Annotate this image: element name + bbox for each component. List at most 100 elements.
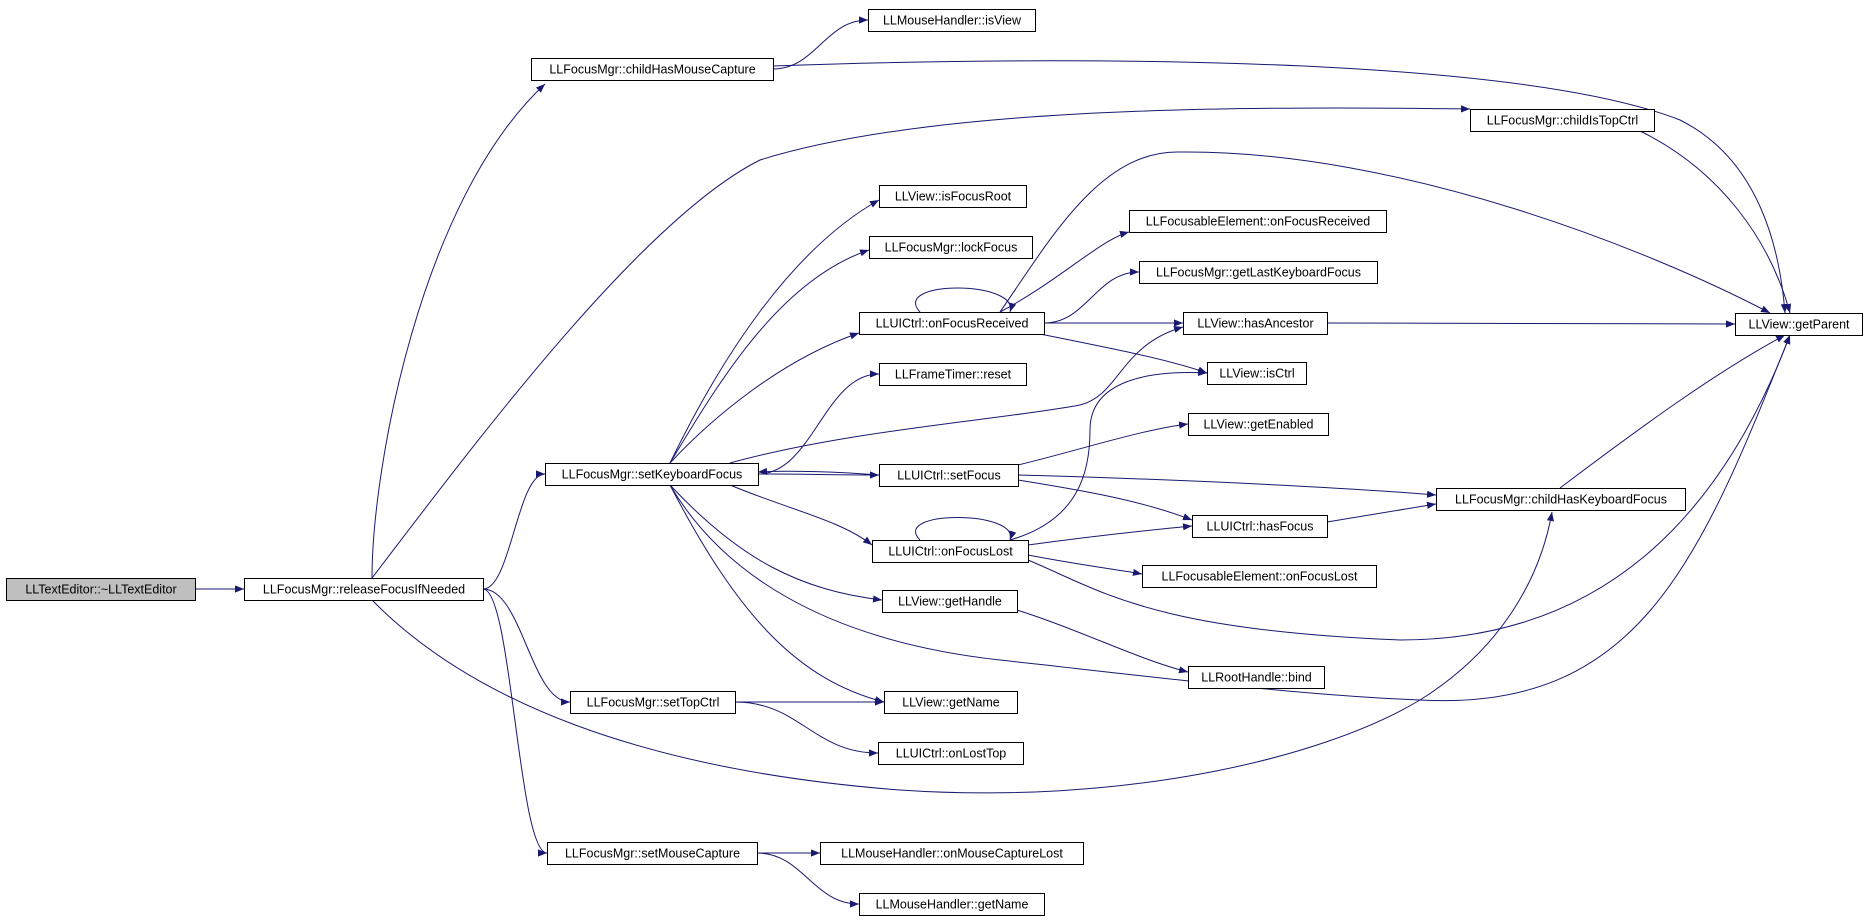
node-lluictrl-setfocus[interactable]: LLUICtrl::setFocus (879, 464, 1019, 487)
edge-lluictrl-setfocus-to-llview-getenabled (1017, 421, 1189, 466)
edge-llfocusmgr-childhasmousecapture-to-llview-getparent (772, 60, 1788, 314)
node-llfocusableelement-onfocuslost[interactable]: LLFocusableElement::onFocusLost (1142, 565, 1377, 588)
node-label: LLUICtrl::setFocus (897, 469, 1001, 483)
node-box (878, 742, 1024, 765)
node-llfocusmgr-childhasmousecapture[interactable]: LLFocusMgr::childHasMouseCapture (531, 58, 774, 81)
node-label: LLView::getParent (1749, 318, 1851, 332)
node-label: LLMouseHandler::getName (876, 898, 1029, 912)
node-label: LLView::getName (902, 696, 1000, 710)
node-llframetimer-reset[interactable]: LLFrameTimer::reset (879, 363, 1027, 386)
node-llview-getenabled[interactable]: LLView::getEnabled (1188, 413, 1329, 436)
node-llview-gethandle[interactable]: LLView::getHandle (882, 590, 1018, 613)
node-label: LLFocusMgr::childHasMouseCapture (549, 63, 755, 77)
node-label: LLView::isCtrl (1219, 367, 1294, 381)
node-box (868, 9, 1036, 32)
edge-lluictrl-onfocusreceived-to-lluictrl-onfocusreceived (915, 287, 1017, 313)
node-box (882, 590, 1018, 613)
node-box (570, 691, 736, 714)
node-label: LLUICtrl::onFocusLost (888, 545, 1013, 559)
node-llview-getname[interactable]: LLView::getName (884, 691, 1018, 714)
node-box (859, 312, 1045, 335)
node-label: LLFocusableElement::onFocusLost (1162, 570, 1358, 584)
edge-lluictrl-setfocus-to-llfocusmgr-childhaskeyboardfocus (1017, 474, 1437, 498)
edge-lluictrl-onfocusreceived-to-llfocusableelement-onfocusreceived (999, 230, 1130, 313)
edge-llfocusmgr-releasefocusifneeded-to-llfocusmgr-settopctrl (482, 588, 571, 706)
edge-llfocusmgr-childhasmousecapture-to-llmousehandler-isview (772, 16, 869, 70)
node-label: LLFocusMgr::setKeyboardFocus (562, 468, 743, 482)
node-box (1139, 261, 1378, 284)
node-label: LLMouseHandler::onMouseCaptureLost (841, 847, 1063, 861)
node-llfocusmgr-setkeyboardfocus[interactable]: LLFocusMgr::setKeyboardFocus (545, 463, 759, 486)
edge-llfocusmgr-releasefocusifneeded-to-llfocusmgr-childhaskeyboardfocus (371, 511, 1554, 794)
edge-llfocusmgr-childistopctrl-to-llview-getparent (1639, 130, 1792, 314)
node-box (1188, 666, 1325, 689)
edge-llfocusmgr-setkeyboardfocus-to-llview-isfocusroot (669, 199, 880, 464)
edge-llfocusmgr-setkeyboardfocus-to-llview-getname (669, 484, 885, 704)
edge-llfocusmgr-releasefocusifneeded-to-llfocusmgr-childistopctrl (371, 105, 1471, 579)
node-box (884, 691, 1018, 714)
node-label: LLUICtrl::hasFocus (1207, 520, 1314, 534)
node-label: LLView::hasAncestor (1197, 317, 1313, 331)
node-llview-isfocusroot[interactable]: LLView::isFocusRoot (879, 185, 1027, 208)
node-lluictrl-hasfocus[interactable]: LLUICtrl::hasFocus (1192, 515, 1328, 538)
node-label: LLTextEditor::~LLTextEditor (25, 583, 176, 597)
edge-lluictrl-onfocuslost-to-lluictrl-hasfocus (1027, 523, 1193, 546)
node-label: LLFocusMgr::releaseFocusIfNeeded (263, 583, 465, 597)
edge-llview-gethandle-to-llroothandle-bind (1016, 609, 1189, 674)
edge-lluictrl-onfocuslost-to-llview-getparent (1027, 334, 1791, 641)
node-llview-hasancestor[interactable]: LLView::hasAncestor (1183, 312, 1328, 335)
node-llview-isctrl[interactable]: LLView::isCtrl (1207, 362, 1307, 385)
edge-lluictrl-onfocusreceived-to-llview-getparent (999, 151, 1771, 314)
node-llmousehandler-isview[interactable]: LLMouseHandler::isView (868, 9, 1036, 32)
node-box (545, 463, 759, 486)
edge-llfocusmgr-releasefocusifneeded-to-llfocusmgr-setmousecapture (482, 588, 548, 857)
node-box (1142, 565, 1377, 588)
edge-llfocusmgr-setkeyboardfocus-to-lluictrl-setfocus (757, 471, 880, 479)
node-llmousehandler-getname[interactable]: LLMouseHandler::getName (859, 893, 1045, 916)
edge-llfocusmgr-settopctrl-to-lluictrl-onlosttop (734, 701, 879, 757)
node-box (1470, 109, 1655, 132)
node-llfocusableelement-onfocusreceived[interactable]: LLFocusableElement::onFocusReceived (1129, 210, 1387, 233)
edge-llfocusmgr-setkeyboardfocus-to-llview-getparent (669, 334, 1791, 702)
edge-lluictrl-onfocusreceived-to-llview-isctrl (1039, 333, 1208, 374)
edge-llfocusmgr-childhaskeyboardfocus-to-llview-getparent (1559, 334, 1786, 489)
edge-llfocusmgr-setkeyboardfocus-to-lluictrl-onfocusreceived (669, 332, 860, 464)
node-box (1192, 515, 1328, 538)
node-llfocusmgr-releasefocusifneeded[interactable]: LLFocusMgr::releaseFocusIfNeeded (244, 578, 484, 601)
node-llfocusmgr-childhaskeyboardfocus[interactable]: LLFocusMgr::childHasKeyboardFocus (1436, 488, 1686, 511)
node-label: LLFocusMgr::setMouseCapture (565, 847, 740, 861)
edge-lluictrl-setfocus-to-llfocusmgr-setkeyboardfocus (757, 467, 880, 476)
node-box (859, 893, 1045, 916)
edge-llfocusmgr-setkeyboardfocus-to-llfocusmgr-lockfocus (669, 249, 870, 464)
node-label: LLUICtrl::onFocusReceived (876, 317, 1029, 331)
node-llview-getparent[interactable]: LLView::getParent (1735, 313, 1863, 336)
edge-llfocusmgr-setkeyboardfocus-to-llframetimer-reset (757, 370, 880, 475)
node-box (244, 578, 484, 601)
node-label: LLFocusMgr::setTopCtrl (587, 696, 720, 710)
node-lluictrl-onfocuslost[interactable]: LLUICtrl::onFocusLost (872, 540, 1029, 563)
node-llfocusmgr-lockfocus[interactable]: LLFocusMgr::lockFocus (869, 236, 1033, 259)
node-llfocusmgr-settopctrl[interactable]: LLFocusMgr::setTopCtrl (570, 691, 736, 714)
node-llfocusmgr-setmousecapture[interactable]: LLFocusMgr::setMouseCapture (547, 842, 758, 865)
edge-llfocusmgr-setmousecapture-to-llmousehandler-getname (756, 852, 860, 908)
edge-lluictrl-onfocuslost-to-llview-isctrl (1009, 368, 1208, 541)
node-llmousehandler-onmousecapturelost[interactable]: LLMouseHandler::onMouseCaptureLost (820, 842, 1084, 865)
node-layer: LLTextEditor::~LLTextEditor LLFocusMgr::r… (6, 9, 1863, 916)
node-lluictrl-onfocusreceived[interactable]: LLUICtrl::onFocusReceived (859, 312, 1045, 335)
node-box (1188, 413, 1329, 436)
node-box (531, 58, 774, 81)
edge-lluictrl-onfocuslost-to-llfocusableelement-onfocuslost (1027, 554, 1143, 576)
node-lluictrl-onlosttop[interactable]: LLUICtrl::onLostTop (878, 742, 1024, 765)
node-label: LLView::getEnabled (1203, 418, 1313, 432)
node-llfocusmgr-getlastkeyboardfocus[interactable]: LLFocusMgr::getLastKeyboardFocus (1139, 261, 1378, 284)
edge-llview-hasancestor-to-llview-getparent (1326, 320, 1736, 328)
node-box (547, 842, 758, 865)
edge-llfocusmgr-setkeyboardfocus-to-lluictrl-onfocuslost (729, 484, 873, 546)
node-box (879, 363, 1027, 386)
node-llfocusmgr-childistopctrl[interactable]: LLFocusMgr::childIsTopCtrl (1470, 109, 1655, 132)
node-llroothandle-bind[interactable]: LLRootHandle::bind (1188, 666, 1325, 689)
edge-layer (195, 16, 1792, 908)
node-lltexteditor-destructor-lltexteditor[interactable]: LLTextEditor::~LLTextEditor (6, 578, 196, 601)
node-label: LLUICtrl::onLostTop (896, 747, 1007, 761)
